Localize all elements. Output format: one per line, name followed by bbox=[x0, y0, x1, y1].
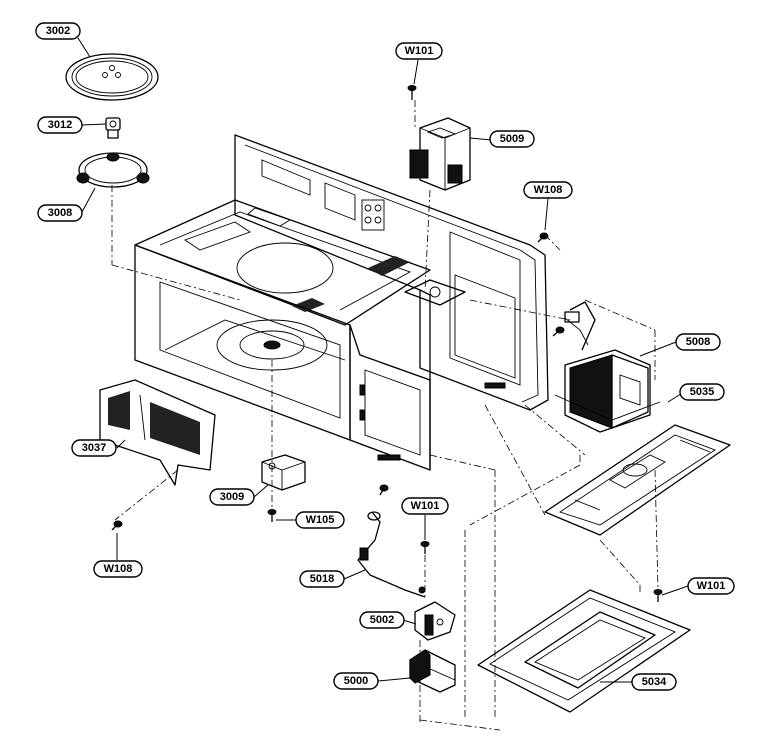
callout-5034: 5034 bbox=[631, 673, 677, 691]
screw-w101-mid bbox=[420, 541, 430, 554]
screw-w105 bbox=[267, 509, 277, 522]
svg-text:W101: W101 bbox=[697, 580, 726, 592]
callout-w101-top: W101 bbox=[395, 42, 443, 60]
turntable-plate bbox=[65, 53, 159, 101]
callout-3009: 3009 bbox=[209, 488, 255, 506]
top-vent-grill bbox=[292, 256, 410, 312]
magnetron bbox=[409, 117, 471, 191]
svg-text:3037: 3037 bbox=[82, 442, 106, 454]
callout-w101-mid: W101 bbox=[401, 497, 449, 515]
front-vent-grill bbox=[99, 379, 216, 486]
svg-text:W108: W108 bbox=[104, 563, 133, 575]
assembly-dash-lines bbox=[111, 100, 659, 731]
screw-w101-right bbox=[653, 589, 663, 602]
callout-5009: 5009 bbox=[489, 130, 535, 148]
high-voltage-transformer bbox=[554, 301, 661, 433]
callout-5000: 5000 bbox=[333, 672, 379, 690]
callout-w108-left: W108 bbox=[93, 560, 143, 578]
svg-text:3008: 3008 bbox=[48, 207, 72, 219]
callout-3002: 3002 bbox=[35, 22, 81, 40]
screw-transformer bbox=[552, 326, 565, 337]
oven-cavity-chassis bbox=[134, 134, 549, 471]
turntable-motor bbox=[261, 454, 306, 491]
callout-3012: 3012 bbox=[37, 116, 83, 134]
screw-w101-top bbox=[407, 85, 417, 100]
callout-5008: 5008 bbox=[675, 333, 721, 351]
svg-text:3002: 3002 bbox=[46, 25, 70, 37]
roller-ring bbox=[76, 152, 150, 188]
callout-labels: 3002 3012 3008 W101 5009 W108 5008 5035 bbox=[35, 22, 735, 691]
svg-text:W105: W105 bbox=[306, 514, 335, 526]
svg-text:W101: W101 bbox=[411, 500, 440, 512]
door-latch-switch bbox=[414, 601, 456, 641]
svg-text:5018: 5018 bbox=[310, 573, 334, 585]
callout-3008: 3008 bbox=[37, 204, 83, 222]
screws bbox=[111, 85, 663, 602]
svg-text:3012: 3012 bbox=[48, 119, 72, 131]
base-plate bbox=[544, 424, 731, 536]
svg-text:5035: 5035 bbox=[690, 386, 714, 398]
svg-text:W101: W101 bbox=[405, 45, 434, 57]
bottom-tray bbox=[477, 589, 691, 713]
callout-5002: 5002 bbox=[359, 611, 405, 629]
callout-5018: 5018 bbox=[299, 570, 345, 588]
screw-w108-left bbox=[111, 520, 123, 531]
turntable-coupler bbox=[105, 117, 121, 139]
svg-text:5034: 5034 bbox=[642, 676, 667, 688]
callout-w105: W105 bbox=[295, 511, 345, 529]
svg-text:5009: 5009 bbox=[500, 133, 524, 145]
svg-text:3009: 3009 bbox=[220, 491, 244, 503]
callout-w108-right: W108 bbox=[523, 181, 573, 199]
svg-text:W108: W108 bbox=[534, 184, 563, 196]
svg-text:5008: 5008 bbox=[686, 336, 710, 348]
screw-w108-right bbox=[537, 232, 549, 243]
svg-text:5002: 5002 bbox=[370, 614, 394, 626]
callout-3037: 3037 bbox=[71, 439, 117, 457]
screw-cavity bbox=[379, 484, 389, 496]
callout-5035: 5035 bbox=[679, 383, 725, 401]
thermal-cutout-wire bbox=[357, 511, 426, 598]
svg-text:5000: 5000 bbox=[344, 675, 368, 687]
callout-w101-right: W101 bbox=[687, 577, 735, 595]
interlock-switch bbox=[409, 649, 456, 693]
leader-lines bbox=[77, 37, 689, 683]
